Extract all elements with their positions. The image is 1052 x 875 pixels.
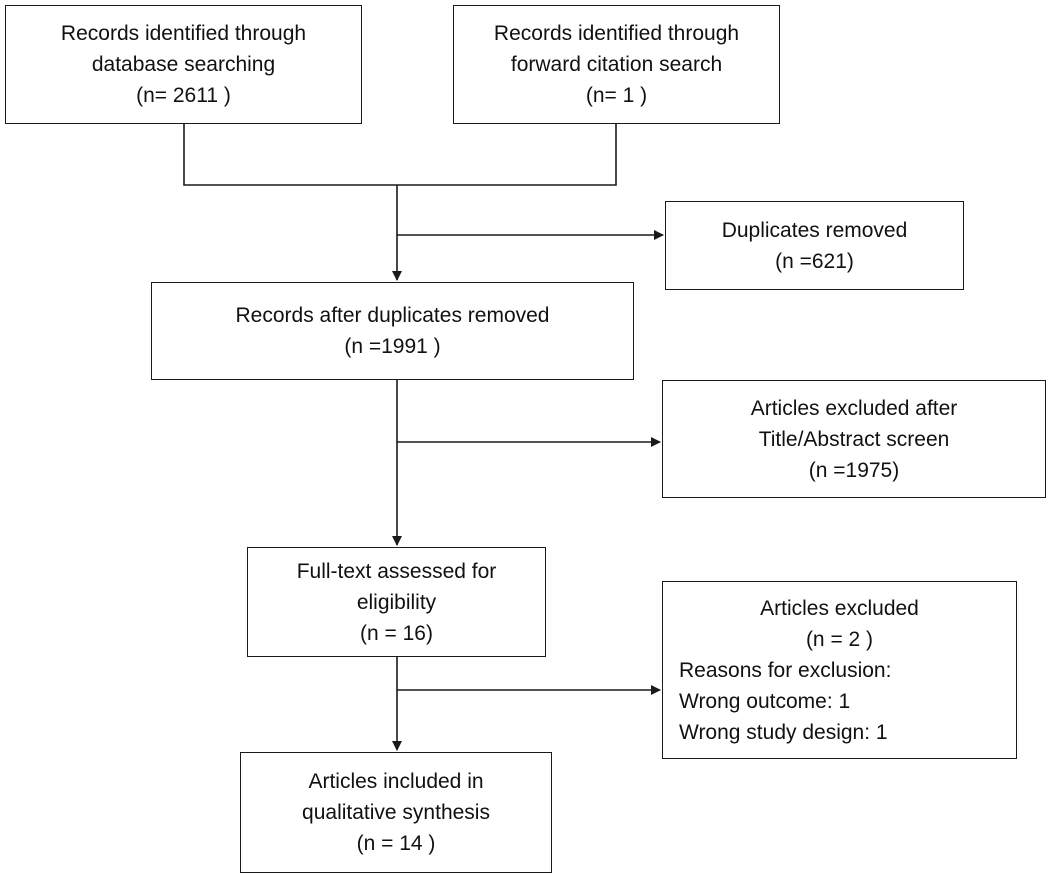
included-box: Articles included in qualitative synthes…	[240, 752, 552, 873]
exclusion-reason: Wrong outcome: 1	[679, 689, 851, 713]
box-line: Articles included in	[308, 770, 484, 793]
box-line: database searching	[91, 53, 276, 76]
forward-citation-box: Records identified through forward citat…	[453, 5, 780, 124]
box-title: Articles excluded	[760, 596, 919, 620]
title-abstract-excluded-box: Articles excluded after Title/Abstract s…	[662, 380, 1046, 498]
box-line: Articles excluded after	[750, 396, 958, 420]
box-line: Records identified through	[493, 22, 740, 45]
box-line: qualitative synthesis	[302, 801, 490, 824]
box-count: (n= 1 )	[585, 84, 648, 107]
fulltext-assessed-box: Full-text assessed for eligibility (n = …	[247, 547, 546, 657]
box-line: Duplicates removed	[721, 218, 908, 242]
box-count: (n = 14 )	[356, 832, 436, 855]
box-line: Records identified through	[60, 22, 307, 45]
box-count: (n = 16)	[360, 621, 433, 645]
box-line: Full-text assessed for	[296, 559, 497, 583]
box-count: (n = 2 )	[805, 627, 874, 651]
box-line: forward citation search	[510, 53, 723, 76]
box-count: (n =1991 )	[344, 335, 441, 358]
reasons-label: Reasons for exclusion:	[679, 658, 892, 682]
box-line: eligibility	[356, 590, 437, 614]
database-search-box: Records identified through database sear…	[5, 5, 362, 124]
articles-excluded-box: Articles excluded (n = 2 ) Reasons for e…	[662, 581, 1017, 759]
merge-connector	[183, 124, 617, 186]
box-count: (n= 2611 )	[136, 84, 231, 107]
box-line: Records after duplicates removed	[235, 304, 550, 327]
exclusion-reason: Wrong study design: 1	[679, 720, 888, 744]
box-count: (n =1975)	[808, 458, 900, 482]
box-line: Title/Abstract screen	[758, 427, 950, 451]
after-duplicates-box: Records after duplicates removed (n =199…	[151, 282, 634, 380]
duplicates-removed-box: Duplicates removed (n =621)	[665, 201, 964, 290]
box-count: (n =621)	[775, 249, 854, 273]
